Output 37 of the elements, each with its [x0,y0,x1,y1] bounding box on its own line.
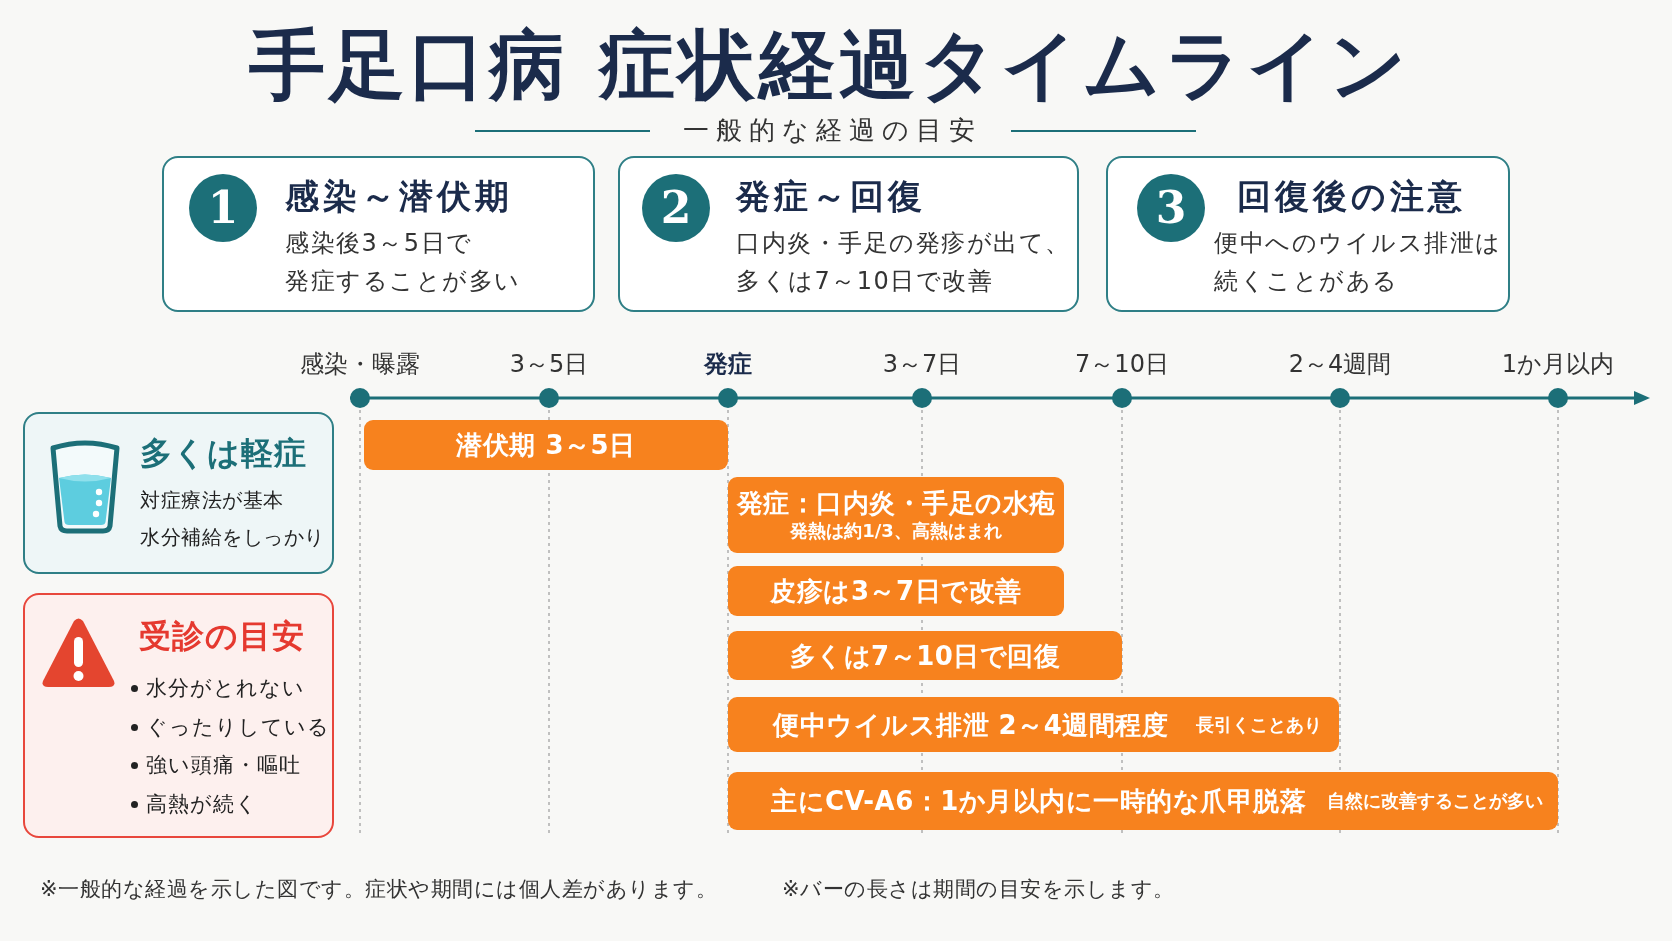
card-heading: 発症～回復 [736,175,926,217]
step-number: 2 [642,174,710,242]
card-heading: 回復後の注意 [1237,175,1466,217]
card-text: 感染後3～5日で発症することが多い [285,228,522,297]
footnote: ※バーの長さは期間の目安を示します。 [782,876,1175,903]
bar-label: 発症：口内炎・手足の水疱 [736,487,1056,519]
bar-note: 発熱は約1/3、高熱はまれ [790,519,1002,543]
step-number: 1 [189,174,257,242]
card-text: 口内炎・手足の発疹が出て、多くは7～10日で改善 [736,228,1072,297]
tick-label: 1か月以内 [1501,349,1615,379]
title: 手足口病 症状経過タイムライン [248,22,1412,108]
bar-label: 主にCV-A6：1か月以内に一時的な爪甲脱落 [771,785,1307,817]
tick-label: 3～7日 [882,349,962,379]
bar-label: 潜伏期 3～5日 [456,429,636,461]
tick-label: 2～4週間 [1288,349,1392,379]
bullet-text: ぐったりしている [146,713,330,741]
bullet-text: 高熱が続く [146,791,258,819]
card-heading: 感染～潜伏期 [285,175,513,217]
panel-heading: 多くは軽症 [140,433,307,473]
panel-text: 水分補給をしっかり [140,524,325,551]
bar-note: 自然に改善することが多い [1327,789,1543,813]
tick-label: 7～10日 [1075,349,1169,379]
bar-label: 皮疹は3～7日で改善 [770,575,1022,607]
panel-text: 対症療法が基本 [140,487,284,514]
step-number: 3 [1137,174,1205,242]
tick-label: 発症 [704,349,752,379]
panel-heading: 受診の目安 [139,616,305,656]
bar-note: 長引くことあり [1196,712,1322,737]
subtitle: 一般的な経過の目安 [682,114,982,146]
tick-label: 感染・曝露 [300,349,420,379]
bar-label: 多くは7～10日で回復 [789,639,1061,672]
footnote: ※一般的な経過を示した図です。症状や期間には個人差があります。 [40,876,718,903]
bullet-text: 水分がとれない [146,675,305,702]
card-text: 便中へのウイルス排泄は続くことがある [1214,228,1503,297]
tick-label: 3～5日 [509,349,589,379]
bar-label: 便中ウイルス排泄 2～4週間程度 [773,708,1169,741]
bullet-text: 強い頭痛・嘔吐 [146,752,301,780]
